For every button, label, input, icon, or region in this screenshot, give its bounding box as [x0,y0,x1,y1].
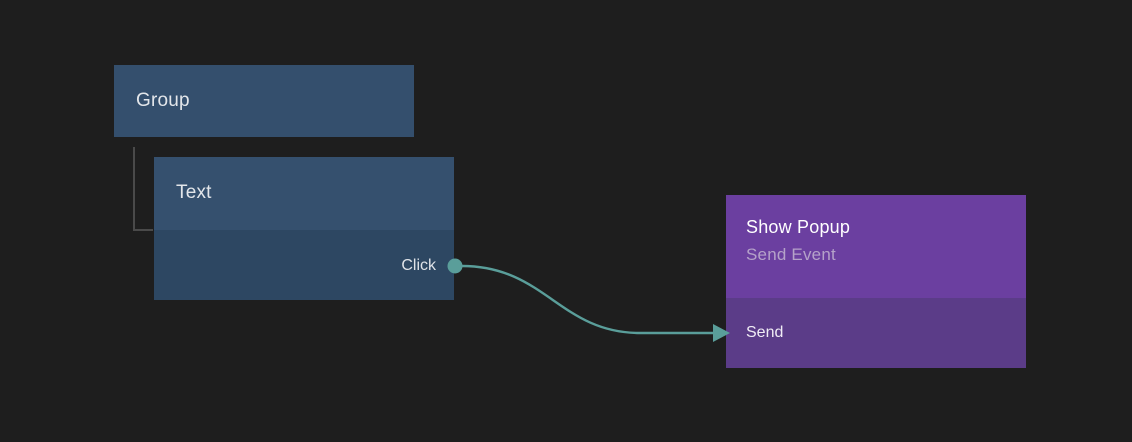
node-show-popup-body: Send [726,298,1026,368]
edge-click-to-send-path [460,264,720,335]
bracket-vertical-line [133,147,135,231]
node-group[interactable]: Group [114,65,414,137]
node-text-title: Text [176,182,212,203]
node-show-popup-header: Show Popup Send Event [726,195,1026,298]
output-port-click[interactable]: Click [401,257,436,275]
node-text-header: Text [154,157,454,230]
bracket-horizontal-line [133,229,153,231]
node-show-popup[interactable]: Show Popup Send Event Send [726,195,1026,368]
node-group-title: Group [136,90,190,111]
group-child-bracket [133,147,154,231]
input-port-send[interactable]: Send [746,324,783,342]
node-text[interactable]: Text Click [154,157,454,300]
node-show-popup-title: Show Popup [746,217,851,237]
node-show-popup-subtitle: Send Event [746,245,836,264]
output-port-click-label: Click [401,257,436,274]
node-text-body [154,230,454,300]
input-port-send-label: Send [746,324,784,341]
edge-click-to-send[interactable] [460,264,730,342]
